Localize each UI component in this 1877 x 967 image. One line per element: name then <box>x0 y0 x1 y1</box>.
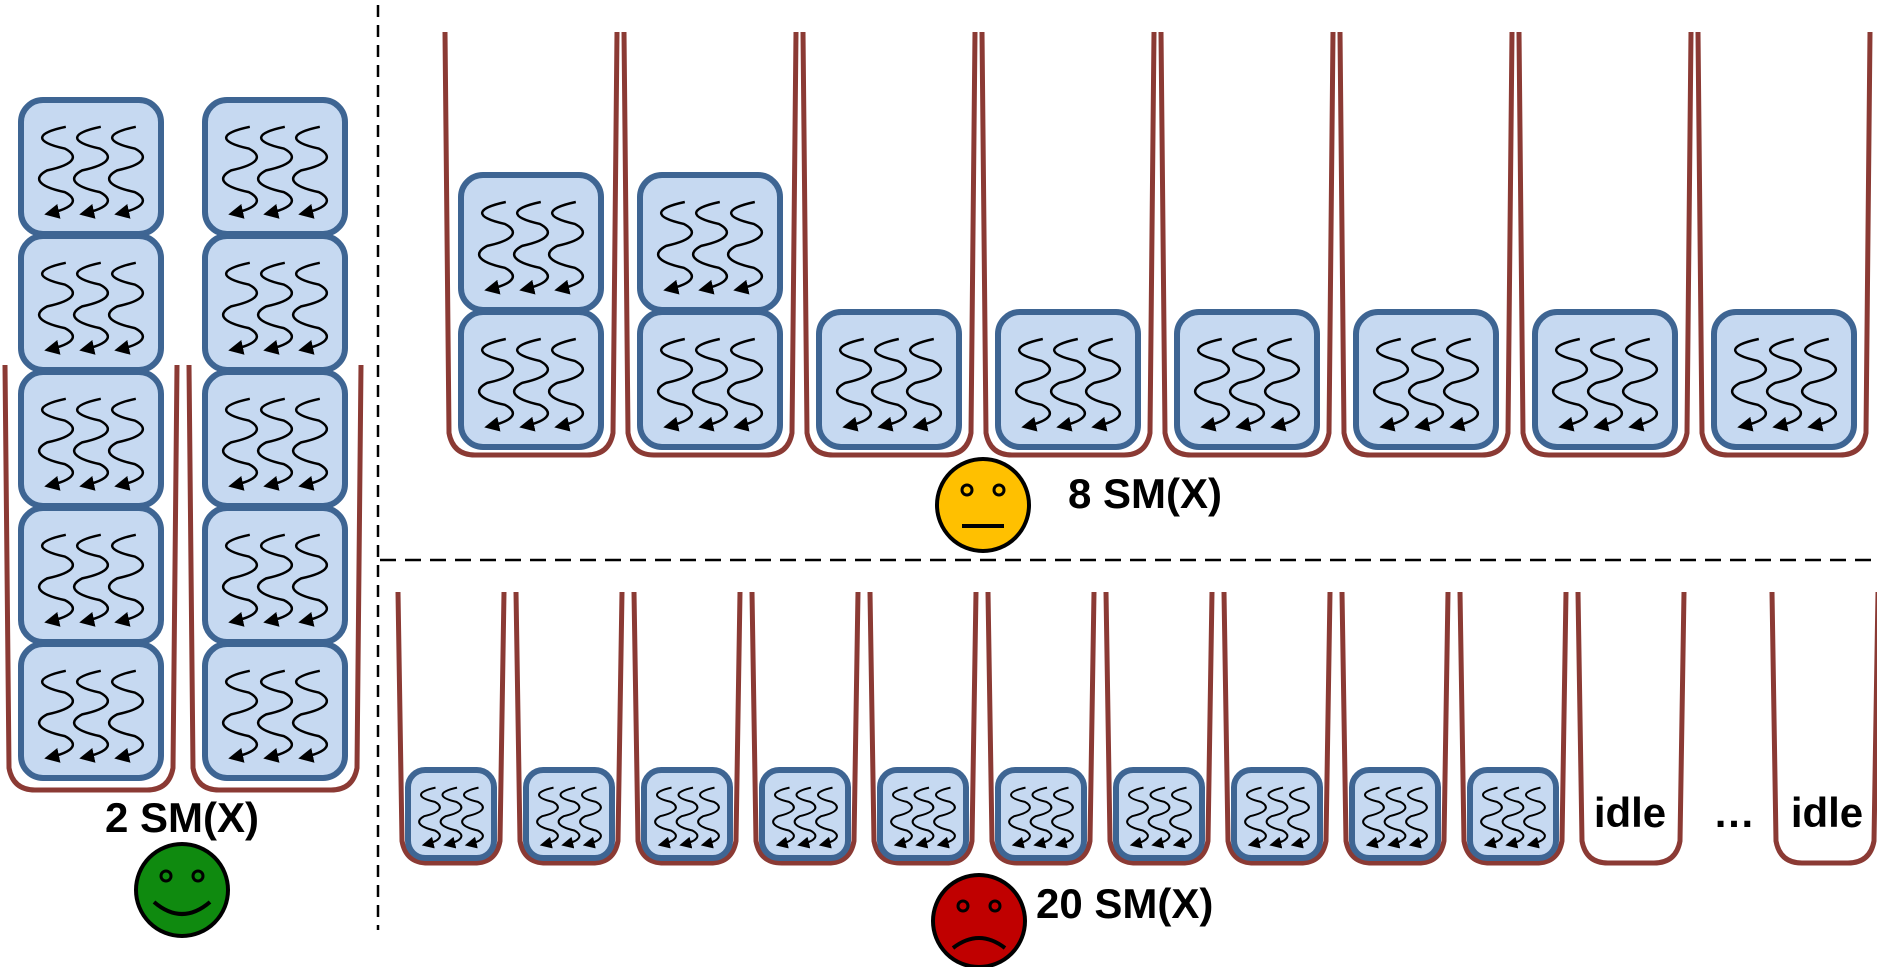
panel-twenty-sm <box>395 591 1877 866</box>
sm-container <box>631 591 743 866</box>
sm-container <box>513 591 625 866</box>
panel-two-sm <box>2 97 364 793</box>
thread-block <box>18 233 164 373</box>
sm-container <box>1695 31 1873 458</box>
thread-block <box>1174 309 1320 450</box>
sm-container <box>1103 591 1215 866</box>
idle-label: idle <box>1594 789 1666 836</box>
sm-container <box>621 31 799 458</box>
sm-container <box>1221 591 1333 866</box>
panel-eight-sm <box>442 31 1873 458</box>
label-twenty-sm: 20 SM(X) <box>1036 880 1213 927</box>
sm-container <box>186 364 364 793</box>
sm-container <box>442 31 620 458</box>
thread-block <box>1231 767 1323 861</box>
sm-container <box>979 31 1157 458</box>
thread-block <box>18 641 164 781</box>
smiley-face-icon <box>134 842 230 938</box>
thread-block <box>1349 767 1441 861</box>
thread-block <box>18 97 164 237</box>
sm-container <box>1457 591 1569 866</box>
thread-block <box>759 767 851 861</box>
ellipsis-label: … <box>1713 789 1755 836</box>
sm-container <box>867 591 979 866</box>
thread-block <box>18 369 164 509</box>
sm-container <box>749 591 861 866</box>
thread-block <box>877 767 969 861</box>
thread-block <box>202 505 348 645</box>
thread-block <box>995 309 1141 450</box>
thread-block <box>523 767 615 861</box>
thread-block <box>1532 309 1678 450</box>
idle-label: idle <box>1791 789 1863 836</box>
thread-block <box>405 767 497 861</box>
thread-block <box>18 505 164 645</box>
thread-block <box>458 309 604 450</box>
thread-block <box>637 309 783 450</box>
label-two-sm: 2 SM(X) <box>105 794 259 841</box>
thread-block <box>1711 309 1857 450</box>
sm-container <box>1339 591 1451 866</box>
sm-container <box>1158 31 1336 458</box>
sm-container <box>800 31 978 458</box>
thread-block <box>1113 767 1205 861</box>
sm-container <box>1516 31 1694 458</box>
thread-block <box>202 641 348 781</box>
thread-block <box>202 97 348 237</box>
label-eight-sm: 8 SM(X) <box>1068 470 1222 517</box>
thread-block <box>202 233 348 373</box>
thread-block <box>1353 309 1499 450</box>
thread-block <box>202 369 348 509</box>
thread-block <box>1467 767 1559 861</box>
sm-container <box>395 591 507 866</box>
sm-container <box>1769 591 1877 866</box>
sm-container <box>1575 591 1687 866</box>
sm-container <box>1337 31 1515 458</box>
sm-container <box>2 364 180 793</box>
thread-block <box>458 172 604 313</box>
neutral-face-icon <box>935 457 1031 553</box>
thread-block <box>641 767 733 861</box>
sm-container <box>985 591 1097 866</box>
thread-block <box>637 172 783 313</box>
thread-block <box>816 309 962 450</box>
thread-block <box>995 767 1087 861</box>
frowning-face-icon <box>931 873 1027 967</box>
